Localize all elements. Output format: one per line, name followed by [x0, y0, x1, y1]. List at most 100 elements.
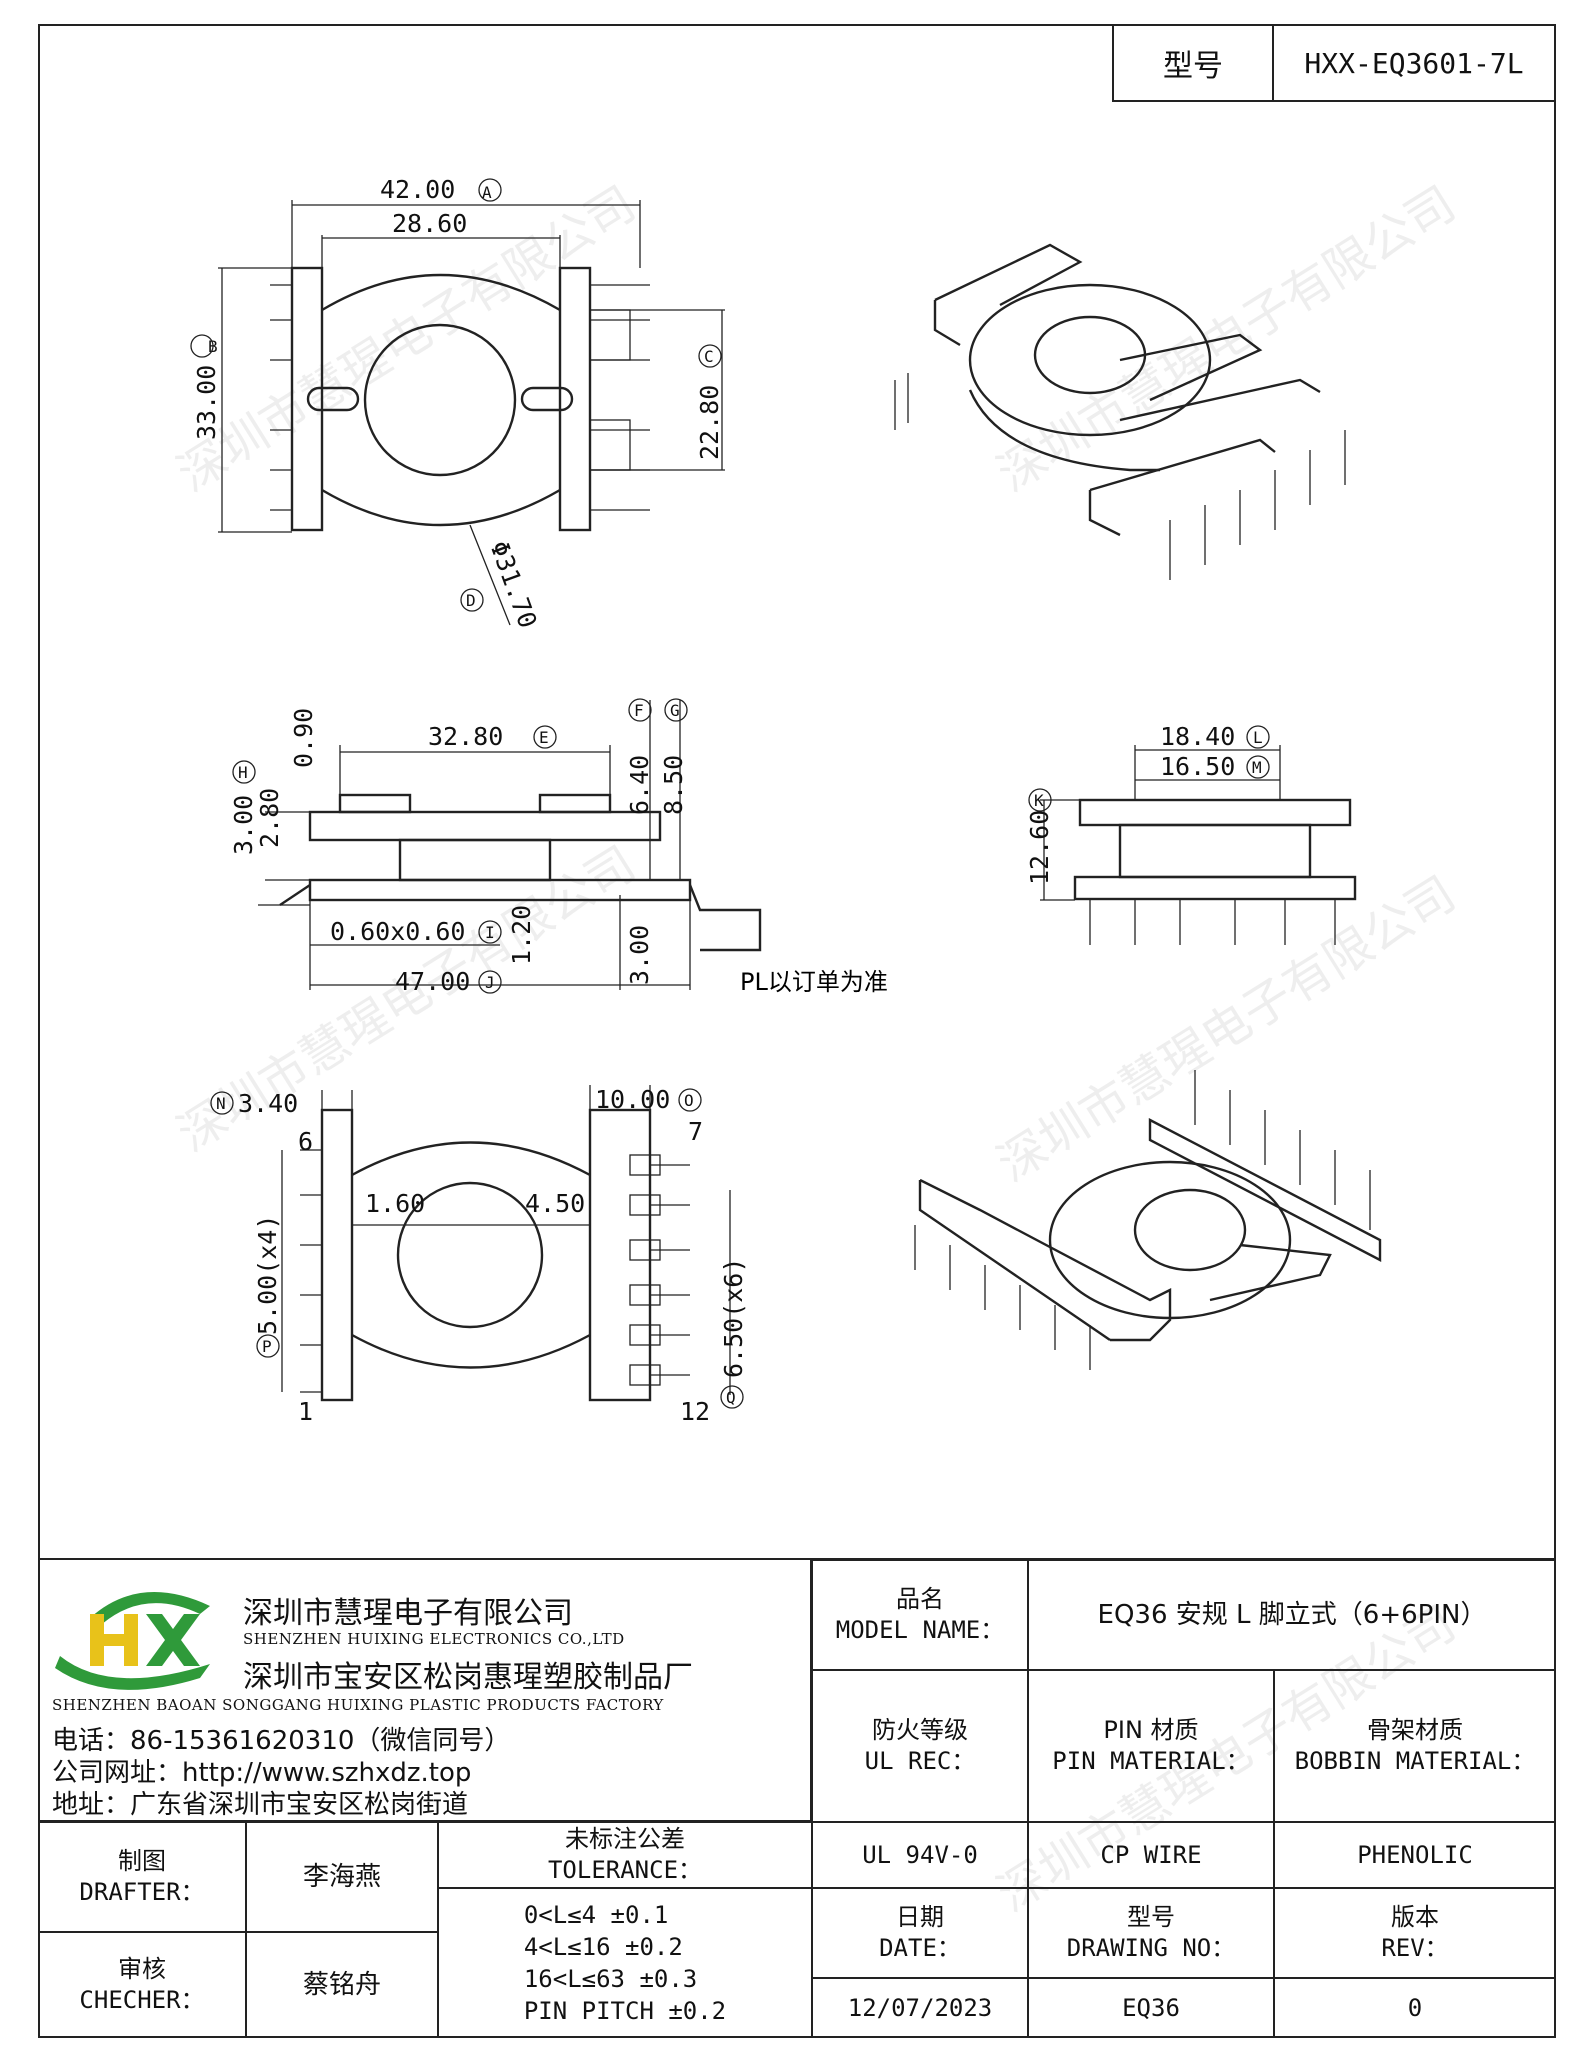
drawing-no-cn: 型号: [1127, 1903, 1175, 1931]
dim-450-value: 4.50: [525, 1189, 585, 1218]
dim-n-value: 3.40: [238, 1089, 298, 1118]
model-value: HXX-EQ3601-7L: [1304, 46, 1524, 80]
dim-090-value: 0.90: [289, 708, 318, 768]
checker-label: 审核 CHECHER：: [38, 1932, 246, 2038]
tolerance-en: TOLERANCE：: [547, 1856, 703, 1884]
factory-name-cn: 深圳市宝安区松岗惠瑆塑胶制品厂: [243, 1660, 693, 1695]
dim-f-tag: F: [634, 701, 644, 720]
drawing-no-value: EQ36: [1028, 1978, 1274, 2038]
model-number-box: 型号 HXX-EQ3601-7L: [1112, 24, 1556, 102]
dim-280-value: 2.80: [255, 788, 284, 848]
ul-rec-en: UL REC：: [864, 1747, 976, 1775]
pin-material-label: PIN 材质 PIN MATERIAL：: [1028, 1670, 1274, 1822]
dim-o-tag: O: [684, 1091, 694, 1110]
dim-q-value: 6.50(x6): [719, 1258, 748, 1378]
dim-300b-value: 3.00: [625, 925, 654, 985]
date-value: 12/07/2023: [812, 1978, 1028, 2038]
model-label: 型号: [1114, 26, 1274, 100]
dim-n-tag: N: [216, 1094, 226, 1113]
end-view: [1040, 745, 1357, 945]
dim-p-tag: P: [262, 1337, 272, 1356]
checker-en: CHECHER：: [79, 1986, 205, 2014]
company-phone: 电话：86-15361620310（微信同号）: [52, 1726, 511, 1756]
model-name-cn: 品名: [896, 1585, 944, 1613]
dim-c-tag: C: [704, 347, 714, 366]
pin-6-label: 6: [298, 1127, 313, 1156]
bobbin-material-label: 骨架材质 BOBBIN MATERIAL：: [1274, 1670, 1556, 1822]
dim-e-tag: E: [539, 728, 549, 747]
bobbin-material-value: PHENOLIC: [1274, 1822, 1556, 1888]
technical-drawing: 42.00 A 28.60 33.00 B 22.80 C Φ31.70 D: [190, 175, 1382, 1426]
company-logo-icon: [55, 1592, 210, 1690]
dim-160-value: 1.60: [365, 1189, 425, 1218]
bobbin-material-en: BOBBIN MATERIAL：: [1294, 1747, 1536, 1775]
company-website: 公司网址：http://www.szhxdz.top: [52, 1758, 472, 1788]
tolerance-values: 0<L≤4 ±0.1 4<L≤16 ±0.2 16<L≤63 ±0.3 PIN …: [438, 1888, 812, 2038]
dim-j-value: 47.00: [395, 967, 470, 996]
date-en: DATE：: [879, 1934, 961, 1962]
drafter-label: 制图 DRAFTER：: [38, 1822, 246, 1932]
dim-300-value: 3.00: [229, 795, 258, 855]
dim-d-value: Φ31.70: [484, 537, 542, 632]
dim-o-value: 10.00: [595, 1085, 670, 1114]
dim-j-tag: J: [485, 973, 495, 992]
model-name-value: EQ36 安规 L 脚立式（6+6PIN）: [1028, 1560, 1556, 1670]
drafter-cn: 制图: [118, 1847, 166, 1875]
pin-material-en: PIN MATERIAL：: [1052, 1747, 1250, 1775]
pin-7-label: 7: [688, 1117, 703, 1146]
dim-c-value: 22.80: [695, 385, 724, 460]
checker-name: 蔡铭舟: [246, 1932, 438, 2038]
dim-l-value: 18.40: [1160, 722, 1235, 751]
rev-cn: 版本: [1391, 1903, 1439, 1931]
ul-rec-value: UL 94V-0: [812, 1822, 1028, 1888]
dim-120-value: 1.20: [507, 905, 536, 965]
company-info: 深圳市慧瑆电子有限公司 SHENZHEN HUIXING ELECTRONICS…: [38, 1560, 812, 1822]
dim-d-tag: D: [466, 591, 476, 610]
pin-material-value: CP WIRE: [1028, 1822, 1274, 1888]
dim-k-value: 12.60: [1025, 810, 1054, 885]
rev-value: 0: [1274, 1978, 1556, 2038]
dim-e-value: 32.80: [428, 722, 503, 751]
dim-850-value: 8.50: [659, 755, 688, 815]
dim-i-tag: I: [485, 923, 495, 942]
dim-k-tag: K: [1034, 791, 1044, 810]
pin-12-label: 12: [680, 1397, 710, 1426]
dim-m-tag: M: [1252, 758, 1262, 777]
pl-note: PL以订单为准: [740, 968, 888, 996]
drafter-name: 李海燕: [246, 1822, 438, 1932]
drawing-no-label: 型号 DRAWING NO：: [1028, 1888, 1274, 1978]
rev-en: REV：: [1381, 1934, 1449, 1962]
pin-material-cn: PIN 材质: [1103, 1716, 1199, 1744]
tolerance-line: 16<L≤63 ±0.3: [523, 1965, 698, 1993]
dim-l-tag: L: [1253, 728, 1263, 747]
tolerance-line: 4<L≤16 ±0.2: [523, 1933, 683, 1961]
title-block: 深圳市慧瑆电子有限公司 SHENZHEN HUIXING ELECTRONICS…: [38, 1558, 1556, 2040]
dim-b-value: 33.00: [192, 365, 221, 440]
bottom-view: [281, 1085, 731, 1402]
dim-h-tag: H: [238, 763, 248, 782]
dim-a-tag: A: [482, 183, 492, 202]
rev-label: 版本 REV：: [1274, 1888, 1556, 1978]
dim-m-value: 16.50: [1160, 752, 1235, 781]
company-name-en: SHENZHEN HUIXING ELECTRONICS CO.,LTD: [243, 1630, 625, 1648]
isometric-top-view: [894, 243, 1346, 580]
dim-640-value: 6.40: [625, 755, 654, 815]
dim-i-value: 0.60x0.60: [330, 917, 465, 946]
dim-g-tag: G: [670, 701, 680, 720]
model-name-label: 品名 MODEL NAME：: [812, 1560, 1028, 1670]
date-cn: 日期: [896, 1903, 944, 1931]
pin-1-label: 1: [298, 1397, 313, 1426]
checker-cn: 审核: [118, 1955, 166, 1983]
drawing-no-en: DRAWING NO：: [1066, 1934, 1236, 1962]
dim-q-tag: Q: [726, 1388, 736, 1407]
bobbin-material-cn: 骨架材质: [1367, 1716, 1463, 1744]
factory-name-en: SHENZHEN BAOAN SONGGANG HUIXING PLASTIC …: [52, 1696, 664, 1714]
dim-p-value: 5.00(x4): [253, 1215, 282, 1335]
dim-a-value: 42.00: [380, 175, 455, 204]
ul-rec-cn: 防火等级: [872, 1716, 968, 1744]
top-view: [218, 200, 725, 626]
tolerance-line: 0<L≤4 ±0.1: [523, 1901, 669, 1929]
tolerance-cn: 未标注公差: [565, 1825, 685, 1853]
company-name-cn: 深圳市慧瑆电子有限公司: [243, 1596, 573, 1631]
drafter-en: DRAFTER：: [79, 1878, 205, 1906]
